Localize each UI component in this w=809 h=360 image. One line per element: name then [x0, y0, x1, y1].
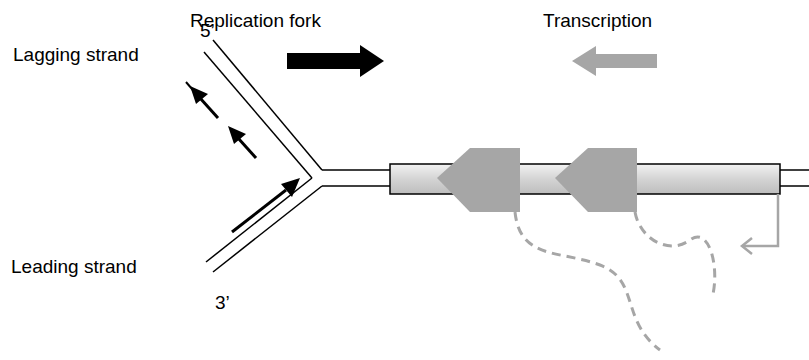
strand-label: Lagging strand: [13, 44, 139, 66]
transcription-arrow: [572, 46, 657, 76]
rna-transcript: [515, 212, 715, 350]
end-label: 3’: [215, 292, 230, 314]
transcription-label: Transcription: [543, 10, 652, 32]
end-label: 5’: [200, 20, 215, 42]
leading-arrow: [232, 178, 300, 232]
strand-label: Leading strand: [11, 256, 137, 278]
rna-polymerase: [437, 148, 520, 212]
promoter-arrow: [742, 194, 778, 254]
rna-polymerase: [555, 148, 637, 212]
fork-arrow: [287, 45, 384, 77]
okazaki-fragments: [186, 82, 256, 158]
dna-strands: [204, 40, 809, 272]
